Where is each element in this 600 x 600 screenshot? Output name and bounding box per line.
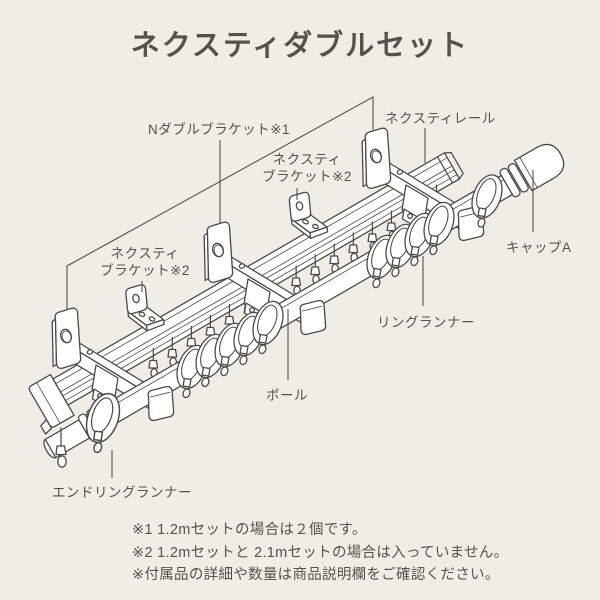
label-nexty-bracket-left: ネクスティ ブラケット※2: [100, 246, 190, 278]
page-title: ネクスティダブルセット: [130, 30, 470, 62]
label-pole: ポール: [266, 388, 308, 403]
label-nexty-rail: ネクスティレール: [385, 111, 496, 126]
footnote-2: ※2 1.2mセットと 2.1mセットの場合は入っていません。: [132, 544, 509, 561]
label-cap-a: キャップA: [506, 240, 572, 255]
label-nexty-bracket-upper: ネクスティ ブラケット※2: [262, 152, 352, 184]
label-ring-runner: リングランナー: [377, 315, 475, 330]
footnote-3: ※付属品の詳細や数量は商品説明欄をご確認ください。: [132, 567, 500, 583]
rail-end-hook: [55, 427, 67, 468]
cap-a-drawing: [513, 143, 565, 192]
leader-lines: [66, 96, 534, 478]
label-n-double-bracket: Nダブルブラケット※1: [148, 122, 291, 137]
footnotes: ※1 1.2mセットの場合は２個です。 ※2 1.2mセットと 2.1mセットの…: [132, 519, 508, 587]
rail-end-block: [28, 373, 75, 428]
label-end-ring-runner: エンドリングランナー: [52, 485, 192, 500]
footnote-1: ※1 1.2mセットの場合は２個です。: [132, 522, 367, 538]
